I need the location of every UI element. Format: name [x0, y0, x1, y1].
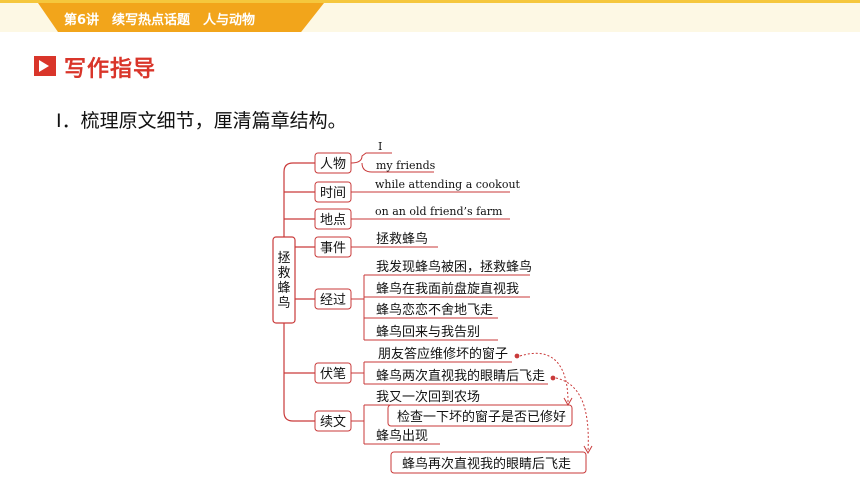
node-process: 经过 [320, 293, 346, 308]
trunk-bottom [283, 323, 315, 422]
leaf-continuation-4: 蜂鸟再次直视我的眼睛后飞走 [402, 456, 571, 472]
node-time: 时间 [320, 186, 346, 201]
lesson-title: 第6讲 续写热点话题 人与动物 [64, 13, 256, 28]
leaf-process-2: 蜂鸟在我面前盘旋直视我 [376, 281, 519, 297]
root-char-3: 蜂 [277, 281, 290, 296]
node-continuation: 续文 [320, 415, 346, 430]
trunk-top [283, 162, 315, 237]
box-continuation-2 [387, 404, 573, 427]
dotted-arrow-2 [555, 377, 589, 453]
conn-characters-2 [361, 162, 434, 173]
leaf-process-4: 蜂鸟回来与我告别 [376, 324, 480, 340]
leaf-characters-2: my friends [376, 159, 436, 172]
box-continuation-4 [390, 451, 587, 474]
leaf-place: on an old friend’s farm [375, 205, 503, 218]
leaf-foreshadow-2: 蜂鸟两次直视我的眼睛后飞走 [376, 368, 545, 384]
node-place: 地点 [320, 213, 346, 228]
top-strip [0, 0, 860, 3]
node-foreshadow: 伏笔 [320, 366, 346, 382]
leaf-continuation-3: 蜂鸟出现 [376, 428, 428, 444]
play-icon [34, 56, 56, 76]
leaf-time: while attending a cookout [375, 178, 521, 191]
leaf-foreshadow-1: 朋友答应维修坏的窗子 [378, 346, 508, 362]
leaf-continuation-2: 检查一下坏的窗子是否已修好 [397, 409, 566, 425]
dotted-arrow-1 [519, 352, 569, 403]
node-characters: 人物 [320, 157, 346, 172]
node-event: 事件 [320, 241, 346, 256]
root-char-2: 救 [277, 265, 290, 281]
arrowhead-2 [583, 445, 593, 455]
leaf-process-1: 我发现蜂鸟被困，拯救蜂鸟 [376, 259, 532, 275]
leaf-process-3: 蜂鸟恋恋不舍地飞走 [376, 302, 493, 318]
subtitle: Ⅰ．梳理原文细节，厘清篇章结构。 [56, 110, 347, 132]
leaf-event: 拯救蜂鸟 [376, 231, 428, 247]
leaf-continuation-1: 我又一次回到农场 [376, 389, 480, 405]
conn-characters-1 [350, 152, 392, 164]
dot-foreshadow-2 [550, 375, 556, 381]
section-title: 写作指导 [64, 57, 157, 82]
root-char-4: 鸟 [277, 295, 290, 311]
root-char-1: 拯 [277, 251, 290, 266]
arrowhead-1 [563, 397, 573, 407]
lesson-tab [38, 3, 324, 32]
dot-foreshadow-1 [514, 353, 520, 359]
leaf-characters-1: I [378, 140, 382, 153]
